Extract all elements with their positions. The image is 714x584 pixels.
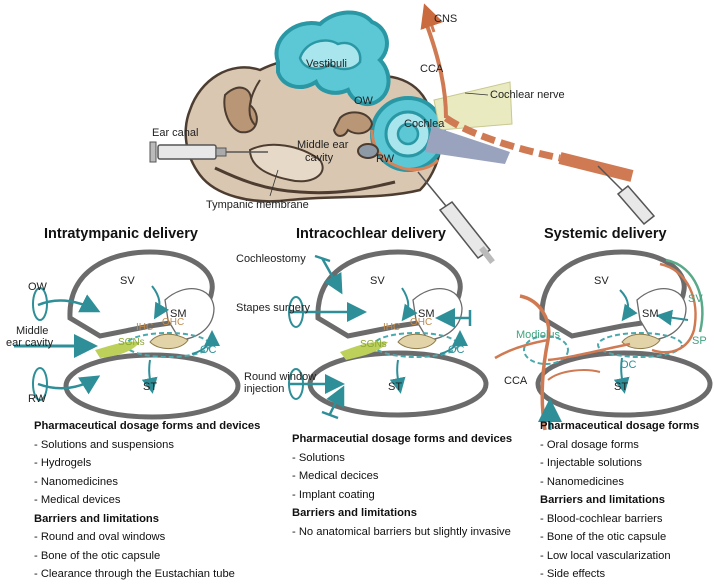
list-item: - Oral dosage forms (540, 438, 639, 451)
intratympanic-text-list: Pharmaceutical dosage forms and devices … (34, 417, 260, 584)
section-heading: Barriers and limitations (292, 507, 417, 519)
sp-label: SP (692, 335, 707, 347)
cochlea-label: Cochlea (404, 118, 445, 130)
vestibuli-label: Vestibuli (306, 58, 347, 70)
st-label-2: ST (388, 381, 402, 393)
list-item: - Bone of the otic capsule (540, 531, 667, 543)
stapes-label: Stapes surgery (236, 302, 310, 314)
sv-label-1: SV (120, 275, 135, 287)
cca-vessel (423, 19, 448, 119)
intracochlear-title: Intracochlear delivery (296, 226, 446, 242)
section-heading: Pharmaceutical dosage forms and devices (34, 420, 261, 432)
ear-canal-label: Ear canal (152, 127, 198, 139)
ow-label-top: OW (354, 95, 374, 107)
rw-label-top: RW (376, 153, 395, 165)
middle-ear-label-p1-1: Middle (16, 325, 48, 337)
list-item: - Injectable solutions (540, 457, 642, 469)
list-item: - Clearance through the Eustachian tube (34, 568, 235, 580)
section-heading: Pharmaceutical dosage forms (540, 420, 700, 432)
cochlear-nerve-label: Cochlear nerve (490, 89, 565, 101)
systemic-text-list: Pharmaceutical dosage forms - Oral dosag… (540, 417, 699, 584)
sm-label-2: SM (418, 308, 435, 320)
intracochlear-text-list: Pharmaceutial dosage forms and devices -… (292, 430, 512, 541)
systemic-syringe (597, 165, 656, 226)
list-item: - Hydrogels (34, 457, 92, 469)
ossicles (332, 111, 374, 137)
middle-ear-label-p1-2: ear cavity (6, 337, 54, 349)
ihc-label-2: IHC (383, 322, 400, 333)
tympanic-membrane-label: Tympanic membrane (206, 199, 309, 211)
cca-label-top: CCA (420, 63, 444, 75)
intracochlear-syringe (417, 171, 495, 264)
nerve-shadow (425, 126, 510, 164)
list-item: - Nanomedicines (540, 475, 624, 488)
ohc-label-2: OHC (410, 317, 432, 328)
oc-label-3: OC (620, 359, 637, 371)
st-label-1: ST (143, 381, 157, 393)
cns-label: CNS (434, 13, 457, 25)
systemic-panel: Systemic delivery SV SM ST OC Modiolus S… (494, 226, 713, 431)
cca-label-3: CCA (504, 375, 528, 387)
rw-injection-label-2: injection (244, 383, 284, 395)
middle-ear-label-1: Middle ear (297, 139, 349, 151)
intratympanic-title: Intratympanic delivery (44, 226, 198, 242)
list-item: - Medical devices (34, 494, 121, 506)
sv-label-2: SV (370, 275, 385, 287)
list-item: - Solutions and suspensions (34, 438, 174, 451)
sm-label-1: SM (170, 308, 187, 320)
cochlear-nerve (433, 81, 513, 131)
blood-vessels (519, 294, 551, 431)
section-heading: Barriers and limitations (34, 512, 159, 525)
section-heading: Barriers and limitations (540, 494, 665, 506)
ihc-label-1: IHC (136, 322, 153, 333)
middle-ear-label-2: cavity (305, 152, 334, 164)
sv-label-3: SV (594, 275, 609, 287)
oc-label-1: OC (200, 344, 217, 356)
list-item: - No anatomical barriers but slightly in… (292, 525, 511, 538)
list-item: - Implant coating (292, 488, 375, 501)
systemic-title: Systemic delivery (544, 226, 667, 242)
st-label-3: ST (614, 381, 628, 393)
list-item: - Nanomedicines (34, 475, 118, 488)
sv-vessel-label: SV (688, 293, 703, 305)
intracochlear-panel: Intracochlear delivery SV SM ST IHC OHC … (236, 226, 489, 420)
modiolus-label: Modiolus (516, 329, 561, 341)
list-item: - Blood-cochlear barriers (540, 512, 663, 525)
round-window (357, 143, 379, 159)
ear-anatomy: Vestibuli CNS CCA Cochlear nerve OW Coch… (149, 3, 656, 264)
ohc-label-1: OHC (162, 317, 184, 328)
rw-injection-label-1: Round window (244, 371, 316, 383)
section-heading: Pharmaceutial dosage forms and devices (292, 433, 513, 445)
rw-label-1: RW (28, 393, 47, 405)
intratympanic-panel: Intratympanic delivery SV SM ST IHC OHC … (6, 226, 241, 420)
sgns (95, 341, 140, 358)
list-item: - Side effects (540, 568, 606, 580)
sm-label-3: SM (642, 308, 659, 320)
list-item: - Medical decices (292, 470, 379, 482)
list-item: - Low local vascularization (540, 549, 671, 562)
oc-label-2: OC (448, 344, 465, 356)
list-item: - Round and oval windows (34, 531, 166, 543)
list-item: - Bone of the otic capsule (34, 549, 161, 562)
cochleostomy-label: Cochleostomy (236, 253, 306, 265)
sgns-label-2: SGNs (360, 339, 387, 350)
ear-canal-syringe (149, 141, 268, 163)
list-item: - Solutions (292, 451, 345, 464)
sgns-label-1: SGNs (118, 337, 145, 348)
ow-label-1: OW (28, 281, 48, 293)
